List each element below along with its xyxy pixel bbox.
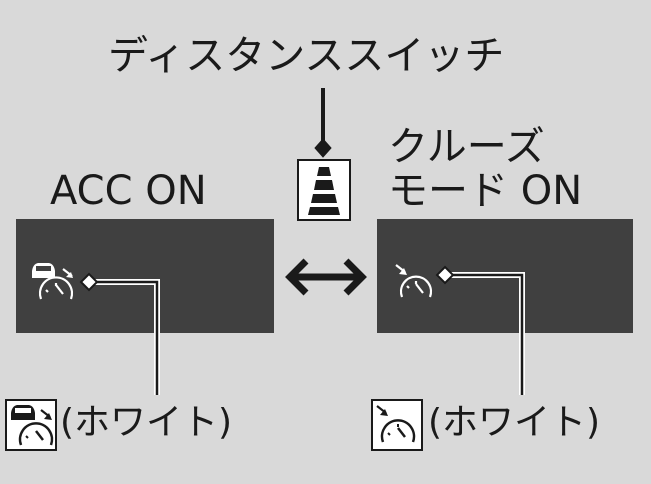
cruise-indicator-caption: (ホワイト) <box>428 402 601 443</box>
acc-on-label: ACC ON <box>50 168 207 214</box>
distance-switch-label: ディスタンススイッチ <box>108 33 505 79</box>
acc-indicator-caption: (ホワイト) <box>60 402 233 443</box>
acc-vehicle-speedometer-icon <box>5 399 57 451</box>
cruise-callout-leader <box>435 265 525 395</box>
double-arrow-icon <box>285 258 367 296</box>
acc-display-panel <box>16 219 274 333</box>
cruise-mode-label-line2: モード ON <box>388 168 583 214</box>
acc-display-indicator-icon <box>32 263 74 300</box>
cruise-mode-label-line1: クルーズ <box>388 124 545 170</box>
distance-switch-pointer <box>314 88 332 158</box>
acc-callout-leader <box>79 272 160 395</box>
distance-bars-icon[interactable] <box>297 159 351 221</box>
cruise-speedometer-icon <box>371 399 423 451</box>
cruise-display-indicator-icon <box>395 264 433 298</box>
